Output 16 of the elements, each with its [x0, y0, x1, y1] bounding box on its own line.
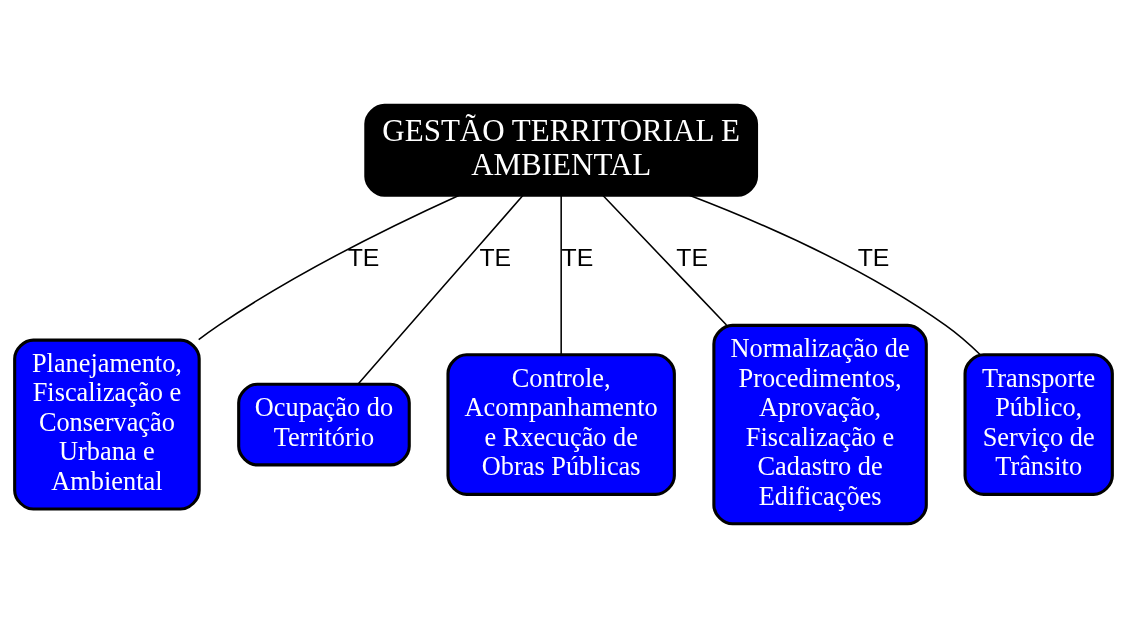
edge-label: TE — [347, 244, 380, 272]
node-box: GESTÃO TERRITORIAL E AMBIENTAL — [364, 103, 759, 197]
connector — [560, 194, 562, 356]
node-box: Transporte Público, Serviço de Trânsito — [963, 353, 1114, 496]
node-box: Planejamento, Fiscalização e Conservação Urbana e Ambiental — [13, 338, 201, 511]
edge-label: TE — [857, 244, 890, 272]
edge-label: TE — [479, 244, 512, 272]
edge-label: TE — [561, 244, 594, 272]
connector — [688, 194, 982, 356]
node-box: Controle, Acompanhamento e Rxecução de Obras Públicas — [446, 353, 676, 496]
node-box: Ocupação do Território — [237, 382, 411, 467]
node-box: Normalização de Procedimentos, Aprovação, Fiscalização e Cadastro de Edificações — [712, 323, 928, 526]
connector — [602, 194, 728, 326]
edge-label: TE — [676, 244, 709, 272]
connector — [357, 194, 524, 385]
connector — [197, 194, 461, 341]
